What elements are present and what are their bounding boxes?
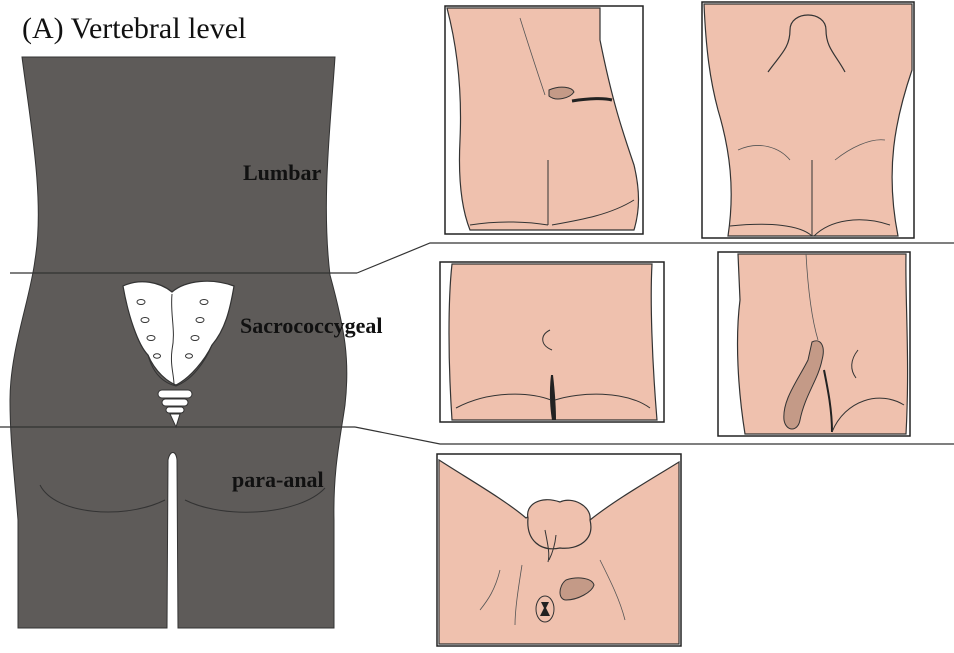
panel-sacrococcygeal-1 [440,262,664,422]
panel-para-anal [437,454,681,646]
panel-lumbar-1 [445,6,643,234]
panel-lumbar-2 [702,2,914,238]
panel-sacrococcygeal-2 [718,252,910,436]
figure-title: (A) Vertebral level [22,12,246,46]
region-label-lumbar: Lumbar [243,160,321,186]
region-label-sacrococcygeal: Sacrococcygeal [240,313,383,339]
region-label-para-anal: para-anal [232,467,324,493]
